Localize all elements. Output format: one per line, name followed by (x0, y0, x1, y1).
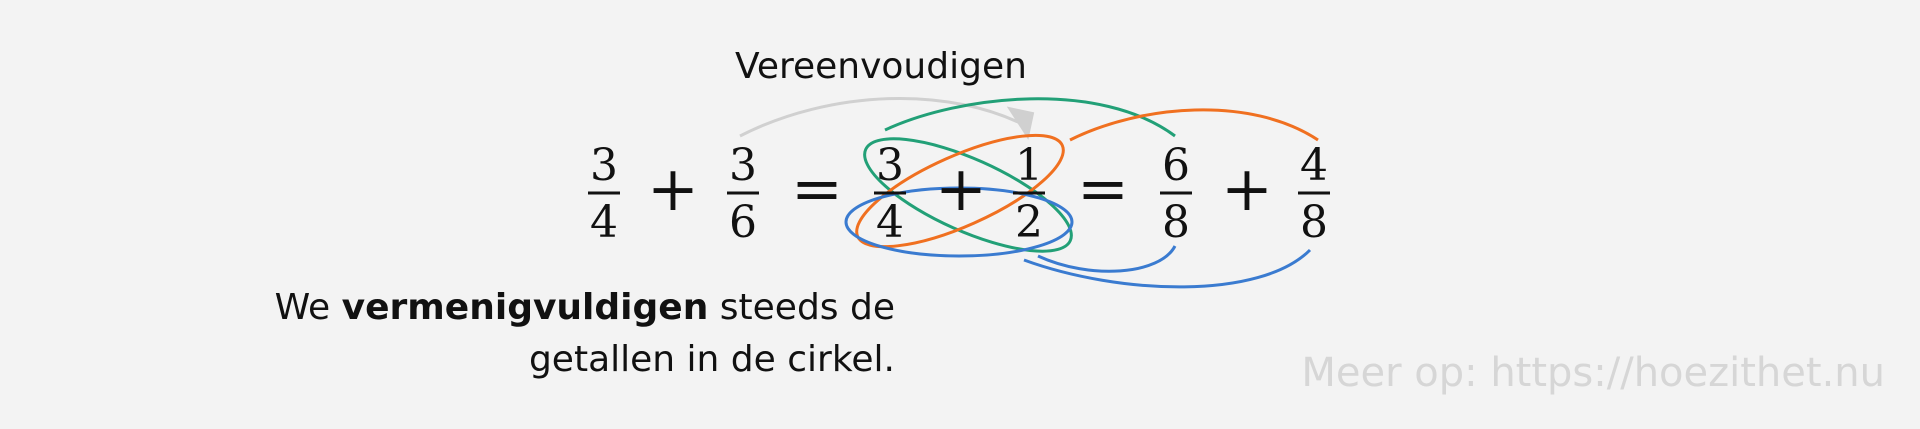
fraction-6-numerator: 4 (1300, 140, 1328, 191)
orange-top-arc (1069, 108, 1319, 142)
fraction-1: 3 4 (588, 140, 620, 248)
caption-suffix: steeds de (719, 287, 895, 328)
watermark: Meer op: https://hoezithet.nu (1301, 350, 1885, 396)
plus-2: + (935, 152, 987, 225)
simplify-arrow-head (1006, 106, 1035, 140)
simplify-label: Vereenvoudigen (735, 46, 1027, 87)
fraction-4: 1 2 (1013, 140, 1045, 248)
fraction-3: 3 4 (874, 140, 906, 248)
fraction-5-numerator: 6 (1162, 140, 1190, 191)
simplify-arrow (739, 96, 1031, 138)
fraction-3-denominator: 4 (876, 197, 904, 248)
fraction-3-numerator: 3 (876, 140, 904, 191)
fraction-5-denominator: 8 (1162, 197, 1190, 248)
equals-1: = (791, 152, 843, 225)
blue-ellipse (844, 186, 1074, 258)
plus-1: + (647, 152, 699, 225)
fraction-2: 3 6 (727, 140, 759, 248)
blue-small-arc (1037, 245, 1177, 273)
fraction-4-numerator: 1 (1015, 140, 1043, 191)
fraction-6: 4 8 (1298, 140, 1330, 248)
caption-line-2: getallen in de cirkel. (528, 339, 895, 380)
fraction-1-numerator: 3 (590, 140, 618, 191)
blue-large-arc (1023, 248, 1312, 289)
green-top-arc (884, 97, 1176, 138)
fraction-2-denominator: 6 (729, 197, 757, 248)
fraction-1-denominator: 4 (590, 197, 618, 248)
plus-3: + (1221, 152, 1273, 225)
green-ellipse (863, 137, 1073, 253)
caption: We vermenigvuldigen steeds de getallen i… (275, 282, 895, 386)
caption-bold: vermenigvuldigen (341, 287, 709, 328)
caption-line-1: We vermenigvuldigen steeds de (275, 282, 895, 334)
fraction-6-denominator: 8 (1300, 197, 1328, 248)
caption-prefix: We (274, 287, 331, 328)
fraction-5: 6 8 (1160, 140, 1192, 248)
equals-2: = (1077, 152, 1129, 225)
fraction-2-numerator: 3 (729, 140, 757, 191)
fraction-4-denominator: 2 (1015, 197, 1043, 248)
